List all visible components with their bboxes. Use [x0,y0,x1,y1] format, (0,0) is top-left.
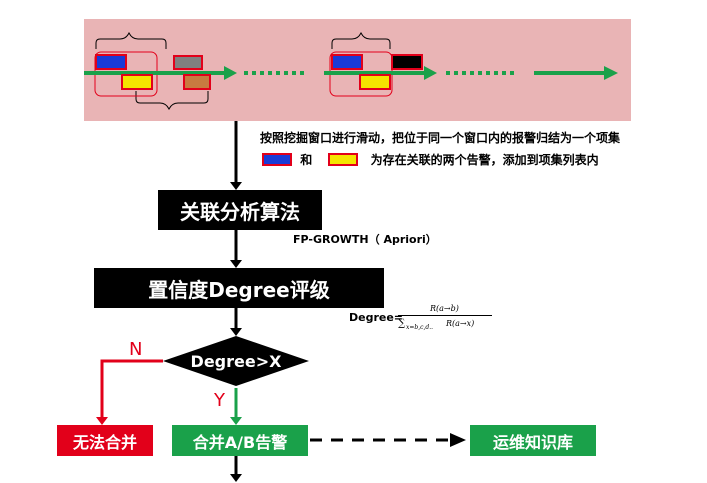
window-brace-3 [331,31,391,49]
flow-arrowhead-1 [230,182,242,190]
flow-kb-arrowhead [450,433,466,447]
flow-no-branch [100,359,163,420]
flow-arrowhead-3 [230,328,242,336]
alarm-black [391,54,423,70]
timeline-arrowhead-2 [424,66,437,80]
decision-diamond [163,336,309,386]
formula-sum-symbol: ∑ [398,318,406,329]
formula-denominator: R(a→x) [446,319,475,328]
flow-arrowhead-2 [230,260,242,268]
outcome-knowledge-base: 运维知识库 [470,425,596,456]
window-note-line1: 按照挖掘窗口进行滑动，把位于同一个窗口内的报警归结为一个项集 [260,131,621,145]
alarm-blue-1 [95,54,127,70]
decision-no-label: N [129,339,143,360]
flow-yes-arrowhead [230,417,242,425]
step-association-analysis: 关联分析算法 [158,190,322,230]
yellow-alarm-icon [328,153,359,166]
step-confidence-rating: 置信度Degree评级 [94,268,384,308]
timeline-dots-2 [446,71,514,75]
formula-fraction-bar [398,315,492,316]
timeline-arrowhead-3 [604,66,618,80]
algorithm-note: FP-GROWTH（ Apriori） [293,233,437,246]
formula-sum-subscript: x=b,c,d.. [406,324,434,331]
outcome-cannot-merge: 无法合并 [57,425,153,456]
outcome-merge-alarms: 合并A/B告警 [172,425,308,456]
alarm-gray [173,55,203,70]
alarm-yellow-2 [359,74,391,90]
window-brace-1 [95,31,167,49]
blue-alarm-icon [262,153,292,166]
flow-arrowhead-end [230,474,242,482]
formula-numerator: R(a→b) [430,304,459,313]
alarm-yellow-1 [121,74,153,90]
timeline-arrowhead-1 [224,66,237,80]
window-note-and: 和 [300,153,313,167]
timeline-dots-1 [244,71,304,75]
formula-lhs: Degree= [349,311,404,324]
window-brace-2 [135,91,209,111]
window-note-line2: 和 为存在关联的两个告警，添加到项集列表内 [262,151,599,168]
sliding-window-diagram [84,31,618,111]
alarm-blue-2 [331,54,363,70]
decision-yes-label: Y [214,390,225,411]
alarm-orange [183,74,211,90]
window-note-desc: 为存在关联的两个告警，添加到项集列表内 [370,153,599,167]
flow-no-arrowhead [96,417,108,425]
decision-label: Degree>X [190,352,282,371]
